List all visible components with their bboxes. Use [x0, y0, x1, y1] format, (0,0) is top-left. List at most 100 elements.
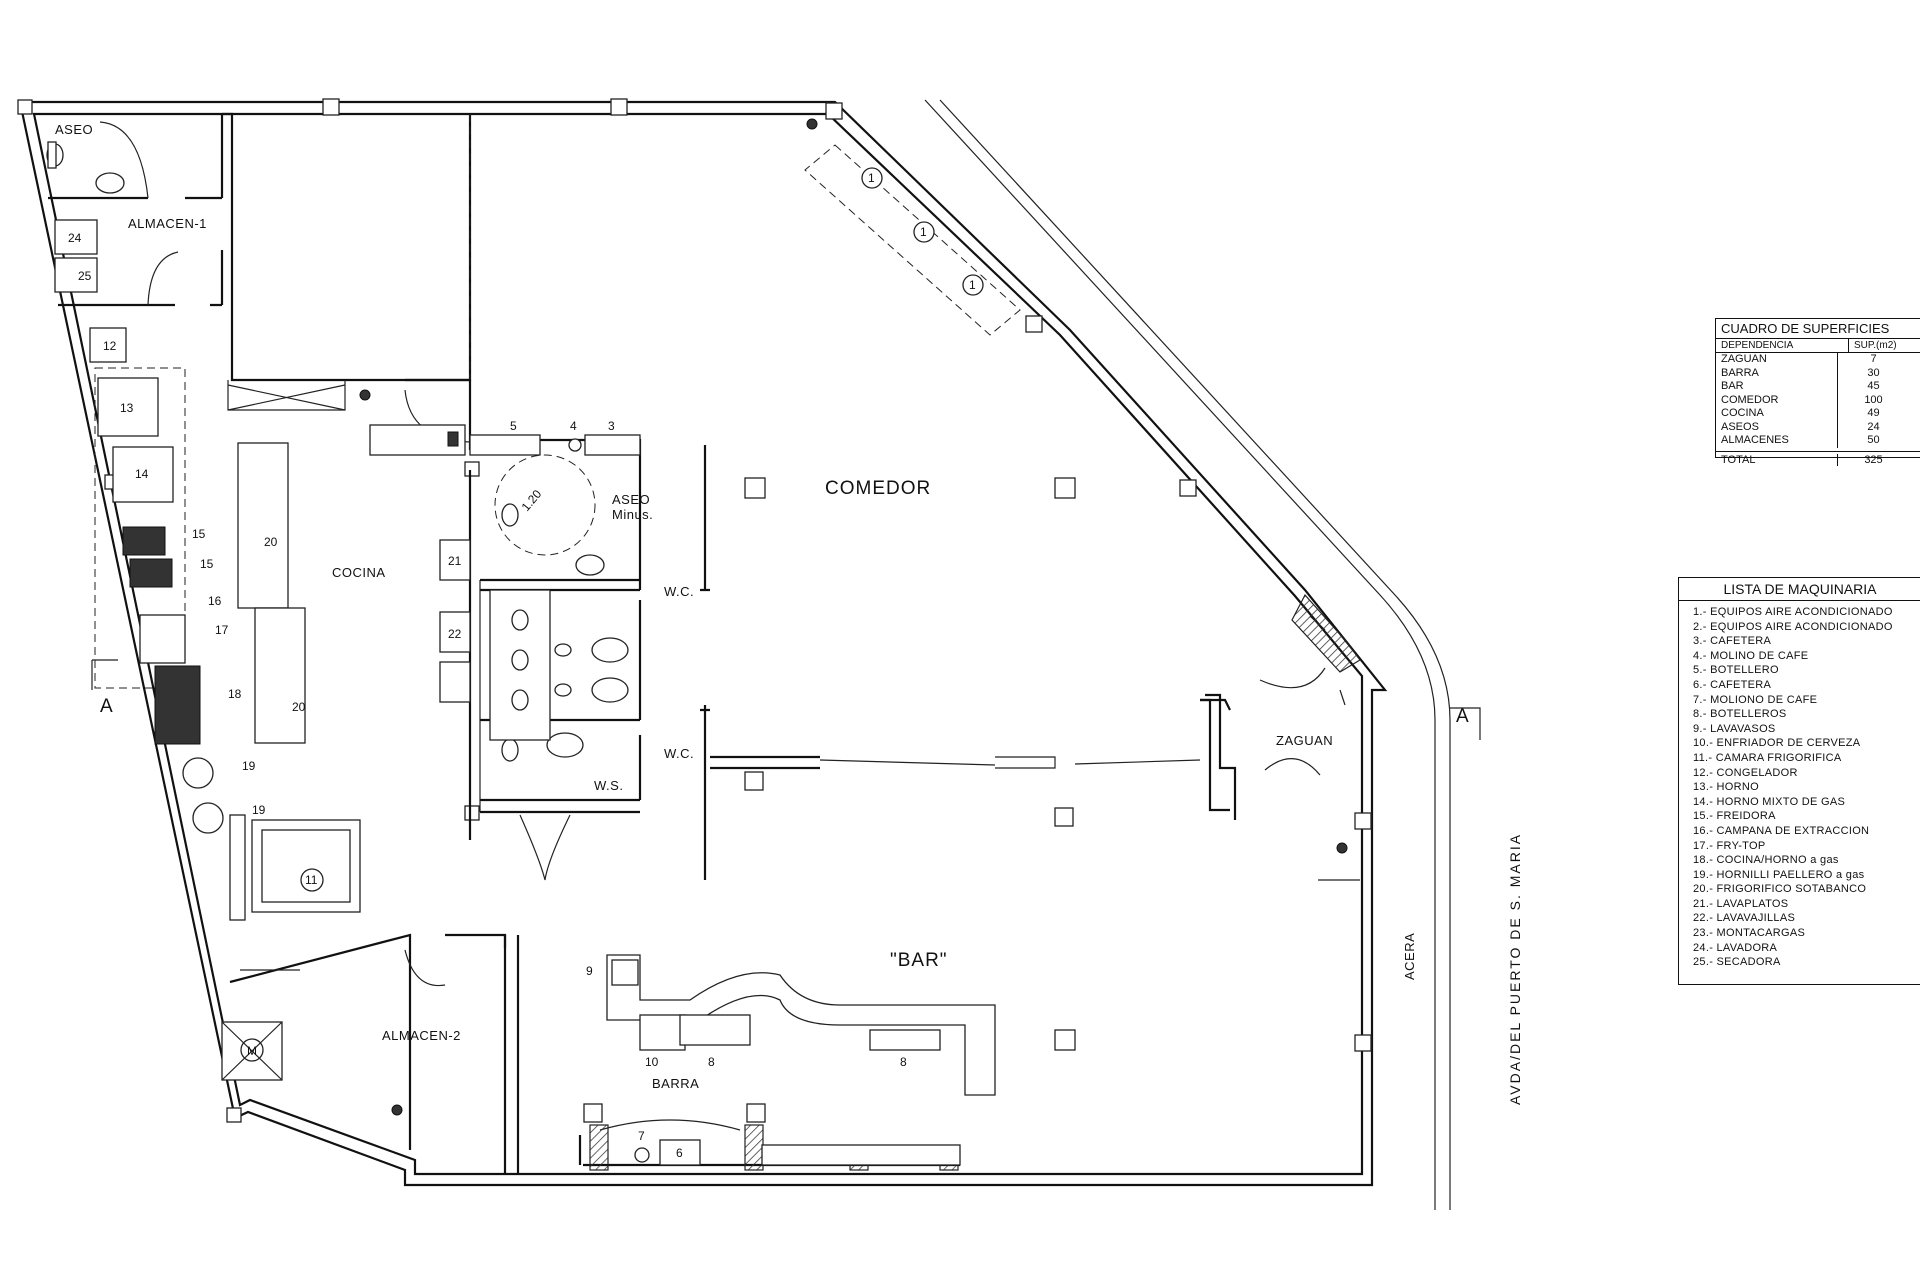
col-sup: SUP.(m2)	[1854, 340, 1897, 351]
sanitary-fixtures	[46, 141, 629, 762]
equip-num: 7	[638, 1129, 645, 1143]
list-item: 19.- HORNILLI PAELLERO a gas	[1693, 868, 1865, 881]
equip-num: 20	[264, 535, 278, 549]
label-street: AVDA/DEL PUERTO DE S. MARIA	[1507, 833, 1523, 1105]
row-value: 45	[1867, 380, 1880, 392]
equip-num: 12	[103, 339, 117, 353]
list-item: 24.- LAVADORA	[1693, 941, 1778, 954]
label-aseo-minus-2: Minus.	[612, 507, 653, 522]
list-item: 21.- LAVAPLATOS	[1693, 897, 1789, 910]
surface-table: CUADRO DE SUPERFICIES DEPENDENCIA SUP.(m…	[1715, 318, 1920, 466]
interior-walls	[48, 112, 1360, 1174]
table-row: COMEDOR 100	[1716, 393, 1920, 407]
list-item: 16.- CAMPANA DE EXTRACCION	[1693, 824, 1870, 837]
equip-num: 6	[676, 1146, 683, 1160]
row-value: 24	[1867, 420, 1880, 433]
label-almacen-1: ALMACEN-1	[128, 216, 207, 231]
list-item: 11.- CAMARA FRIGORIFICA	[1693, 751, 1842, 764]
room-labels: ASEO ALMACEN-1 COCINA COMEDOR ASEO Minus…	[55, 122, 1523, 1105]
equip-num: 1	[868, 171, 875, 185]
label-aseo-minus: ASEO	[612, 492, 650, 507]
outer-walls	[18, 100, 1388, 1187]
list-item: 14.- HORNO MIXTO DE GAS	[1693, 795, 1846, 808]
kitchen-equipment	[54, 219, 641, 1081]
equip-num: 14	[135, 467, 149, 481]
list-item: 17.- FRY-TOP	[1693, 839, 1766, 852]
label-bar: "BAR"	[890, 950, 948, 971]
label-almacen-2: ALMACEN-2	[382, 1028, 461, 1043]
row-name: ASEOS	[1716, 420, 1838, 434]
list-item: 2.- EQUIPOS AIRE ACONDICIONADO	[1693, 620, 1893, 633]
row-name: ZAGUAN	[1716, 353, 1838, 367]
row-value: 49	[1867, 407, 1880, 419]
list-item: 6.- CAFETERA	[1693, 678, 1772, 691]
ac-units	[804, 144, 1361, 673]
equip-num: 21	[448, 554, 462, 568]
list-item: 5.- BOTELLERO	[1693, 664, 1779, 677]
equip-num: 8	[708, 1055, 715, 1069]
equip-num: 11	[305, 873, 318, 887]
row-name: ALMACENES	[1716, 434, 1838, 448]
surface-table-header: DEPENDENCIA SUP.(m2)	[1716, 339, 1920, 353]
surface-total: TOTAL 325	[1716, 450, 1920, 466]
col-dependencia: DEPENDENCIA	[1716, 339, 1849, 352]
equip-num: 18	[228, 687, 242, 701]
table-row: BARRA 30	[1716, 366, 1920, 380]
list-item: 9.- LAVAVASOS	[1693, 722, 1776, 735]
equip-num: 3	[608, 419, 615, 433]
total-label: TOTAL	[1716, 453, 1838, 466]
section-markers	[91, 659, 1481, 740]
equip-num: 5	[510, 419, 517, 433]
label-aseo: ASEO	[55, 122, 93, 137]
equip-num: 16	[208, 594, 222, 608]
label-wc-top: W.C.	[664, 584, 694, 599]
list-item: 18.- COCINA/HORNO a gas	[1693, 854, 1839, 867]
list-item: 1.- EQUIPOS AIRE ACONDICIONADO	[1693, 606, 1893, 618]
row-value: 7	[1870, 353, 1877, 365]
label-cocina: COCINA	[332, 565, 386, 580]
equip-num: 9	[586, 964, 593, 978]
equip-num: 10	[645, 1055, 659, 1069]
label-zaguan: ZAGUAN	[1276, 733, 1333, 748]
table-row: ASEOS 24	[1716, 420, 1920, 434]
total-value: 325	[1864, 453, 1883, 466]
list-item: 15.- FREIDORA	[1693, 810, 1776, 823]
row-value: 100	[1864, 393, 1883, 406]
equip-num: 15	[200, 557, 214, 571]
equip-num: 19	[242, 759, 256, 773]
equip-num: 24	[68, 231, 82, 245]
label-barra: BARRA	[652, 1076, 699, 1091]
equip-num: 25	[78, 269, 92, 283]
label-comedor: COMEDOR	[825, 478, 931, 499]
list-item: 12.- CONGELADOR	[1693, 766, 1798, 779]
equip-num: 4	[570, 419, 577, 433]
montacargas-mark: M	[247, 1044, 257, 1058]
row-name: COCINA	[1716, 407, 1838, 421]
equip-num: 8	[900, 1055, 907, 1069]
row-name: COMEDOR	[1716, 393, 1838, 407]
list-item: 3.- CAFETERA	[1693, 635, 1772, 648]
row-value: 30	[1867, 366, 1880, 379]
list-item: 13.- HORNO	[1693, 781, 1759, 794]
equip-num: 19	[252, 803, 266, 817]
emergency-markers	[359, 118, 1348, 1116]
section-label-right: A	[1456, 706, 1470, 727]
table-row: ZAGUAN 7	[1716, 353, 1920, 367]
equip-num: 15	[192, 527, 206, 541]
list-item: 4.- MOLINO DE CAFE	[1693, 649, 1809, 662]
list-item: 23.- MONTACARGAS	[1693, 927, 1806, 940]
surface-table-title: CUADRO DE SUPERFICIES	[1716, 319, 1920, 339]
street-lines	[924, 99, 1451, 1210]
row-name: BARRA	[1716, 366, 1838, 380]
machinery-list-title: LISTA DE MAQUINARIA	[1679, 578, 1920, 601]
list-item: 20.- FRIGORIFICO SOTABANCO	[1693, 883, 1867, 896]
equip-num: 22	[448, 627, 462, 641]
dimension-label: 1.20	[519, 487, 545, 514]
list-item: 22.- LAVAVAJILLAS	[1693, 912, 1796, 925]
label-wc-bottom: W.C.	[664, 746, 694, 761]
machinery-items: 1.- EQUIPOS AIRE ACONDICIONADO 2.- EQUIP…	[1679, 605, 1920, 970]
machinery-list: LISTA DE MAQUINARIA 1.- EQUIPOS AIRE ACO…	[1678, 577, 1920, 985]
